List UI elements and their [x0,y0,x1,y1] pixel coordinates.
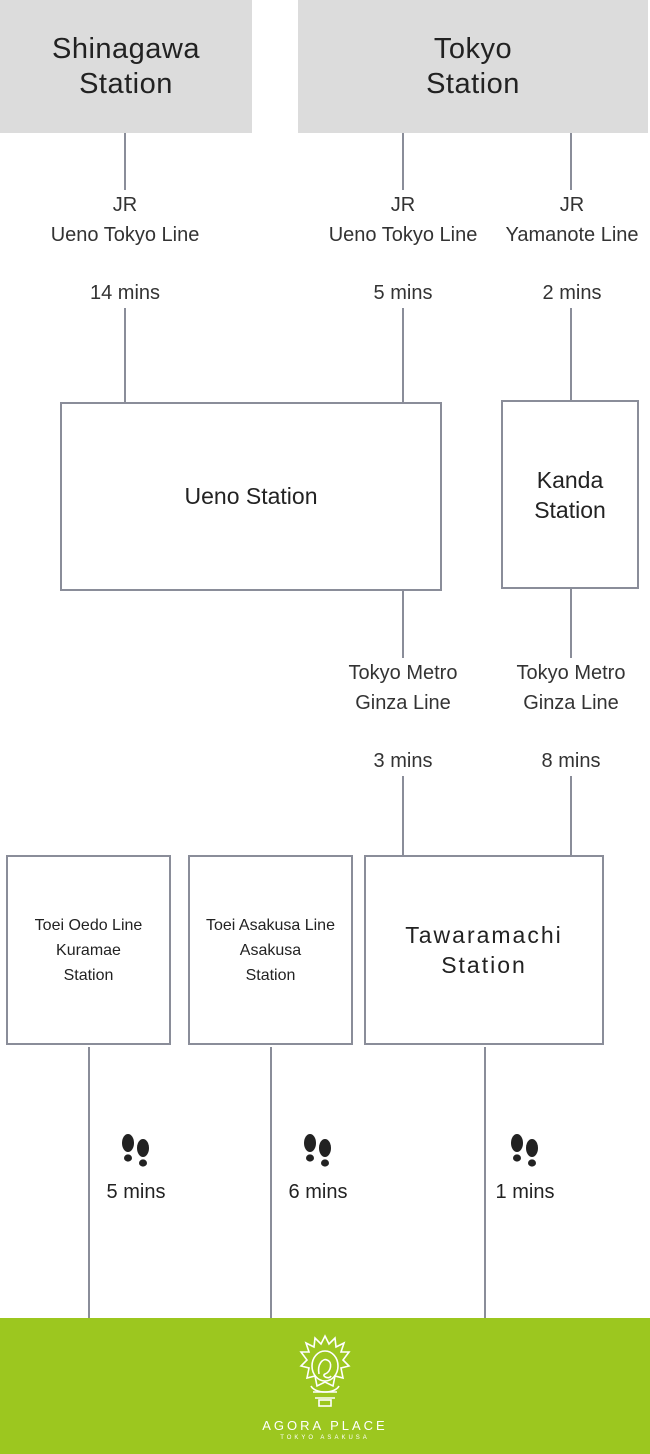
route-line-2: Ginza Line [523,692,619,714]
walk-time: 6 mins [288,1181,348,1203]
station-asakusa-line: Toei Asakusa Line [206,916,335,934]
route-time: 5 mins [373,282,433,304]
agora-place-crest-logo [299,1334,351,1407]
origin-shinagawa-station: Shinagawa Station [0,0,252,133]
route-line-name: Ueno Tokyo Line [50,224,200,246]
route-time: 8 mins [541,750,601,772]
station-tawaramachi-name: Tawaramachi [405,922,563,948]
walk-label-asakusa: 6 mins [272,1133,364,1204]
station-kuramae: Toei Oedo Line Kuramae Station [6,855,171,1045]
walk-time: 1 mins [495,1181,555,1203]
origin-shinagawa-name-2: Station [79,67,173,100]
route-time: 14 mins [89,282,161,304]
route-operator: JR [390,194,416,216]
transfer-ueno-name: Ueno Station [184,483,318,509]
station-kuramae-line: Toei Oedo Line [34,916,143,934]
route-label-kanda-tawaramachi: Tokyo Metro Ginza Line 8 mins [494,658,648,776]
route-label-tokyo-ueno: JR Ueno Tokyo Line 5 mins [312,190,494,308]
origin-shinagawa-name-1: Shinagawa [52,32,200,65]
route-line-name: Yamanote Line [505,224,639,246]
transfer-kanda-name-2: Station [534,496,606,523]
walk-label-tawaramachi: 1 mins [479,1133,571,1204]
walk-label-kuramae: 5 mins [90,1133,182,1204]
transfer-kanda-station: Kanda Station [501,400,639,589]
footprints-icon [511,1134,538,1167]
route-label-shinagawa-ueno: JR Ueno Tokyo Line 14 mins [24,190,226,308]
route-time: 3 mins [373,750,433,772]
route-line-name: Ueno Tokyo Line [328,224,478,246]
station-tawaramachi-suffix: Station [441,952,527,978]
footprints-icon [304,1134,331,1167]
destination-agora-place: AGORA PLACE TOKYO ASAKUSA [0,1318,650,1454]
origin-tokyo-name-2: Station [426,67,520,100]
transfer-ueno-station: Ueno Station [60,402,442,591]
destination-brand: AGORA PLACE [262,1418,388,1433]
route-operator: JR [112,194,138,216]
transfer-kanda-name-1: Kanda [536,466,604,493]
walk-line-asakusa [270,1047,272,1319]
route-line-1: Tokyo Metro [348,662,458,684]
route-line-1: Tokyo Metro [516,662,626,684]
station-kuramae-suffix: Station [63,966,114,984]
station-kuramae-name: Kuramae [56,941,121,959]
walk-line-kuramae [88,1047,90,1319]
route-label-ueno-tawaramachi: Tokyo Metro Ginza Line 3 mins [322,658,484,776]
walk-time: 5 mins [106,1181,166,1203]
origin-tokyo-station: Tokyo Station [298,0,648,133]
walk-line-tawaramachi [484,1047,486,1319]
destination-subtitle: TOKYO ASAKUSA [280,1435,370,1441]
route-operator: JR [559,194,585,216]
origin-tokyo-name-1: Tokyo [433,32,513,65]
station-asakusa: Toei Asakusa Line Asakusa Station [188,855,353,1045]
footprints-icon [122,1134,149,1167]
station-asakusa-suffix: Station [245,966,296,984]
route-label-tokyo-kanda: JR Yamanote Line 2 mins [494,190,650,308]
route-time: 2 mins [542,282,602,304]
station-asakusa-name: Asakusa [239,941,302,959]
route-line-2: Ginza Line [355,692,451,714]
station-tawaramachi: Tawaramachi Station [364,855,604,1045]
